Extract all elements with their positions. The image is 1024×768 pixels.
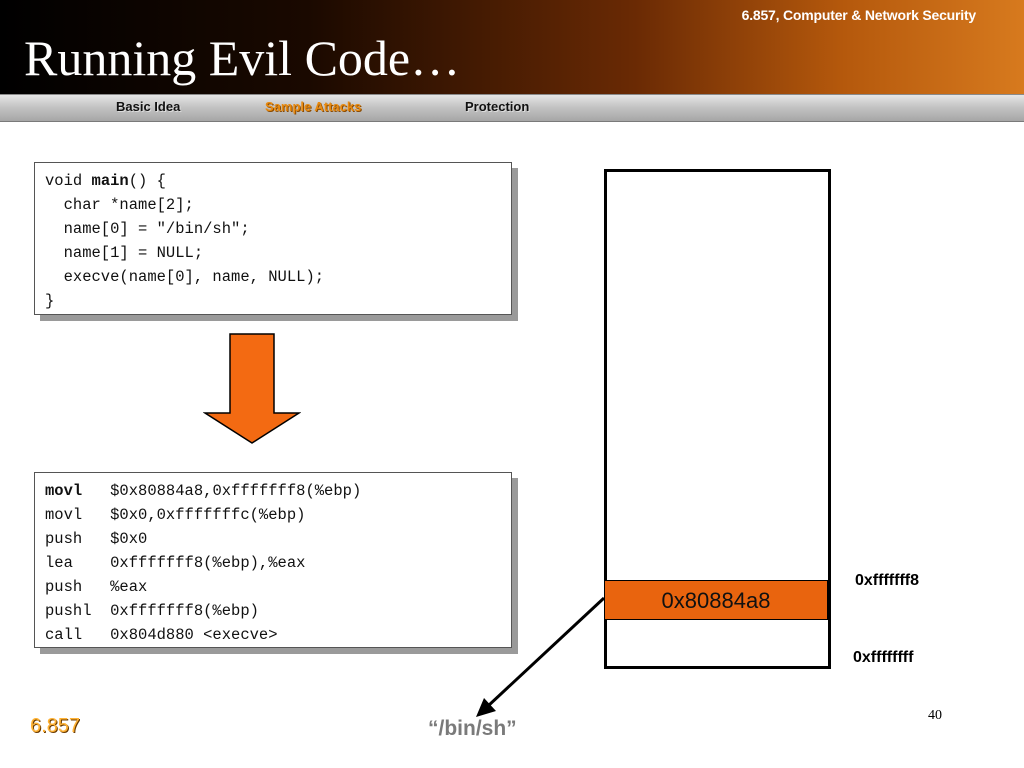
nav-protection[interactable]: Protection [465, 99, 530, 114]
stack-cell-name0: 0x80884a8 [604, 580, 828, 620]
code-line: } [45, 292, 55, 310]
code-line: char *name[2]; [45, 196, 194, 214]
c-code: void main() { char *name[2]; name[0] = "… [45, 169, 511, 313]
code-line: call 0x804d880 <execve> [45, 626, 278, 644]
code-line: void main() { [45, 172, 166, 190]
nav-sample-attacks[interactable]: Sample Attacks [265, 99, 362, 114]
code-line: movl $0x80884a8,0xfffffff8(%ebp) [45, 482, 362, 500]
asm-code: movl $0x80884a8,0xfffffff8(%ebp) movl $0… [45, 479, 511, 647]
code-line: name[0] = "/bin/sh"; [45, 220, 250, 238]
nav-basic-idea[interactable]: Basic Idea [116, 99, 181, 114]
code-line: push $0x0 [45, 530, 148, 548]
code-line: pushl 0xfffffff8(%ebp) [45, 602, 259, 620]
code-line: name[1] = NULL; [45, 244, 204, 262]
code-line: lea 0xfffffff8(%ebp),%eax [45, 554, 306, 572]
footer-course-label: 6.857 [30, 715, 81, 737]
slide-title: Running Evil Code… [24, 30, 461, 86]
binsh-string-label: “/bin/sh” [428, 717, 517, 740]
code-line: push %eax [45, 578, 148, 596]
code-line: execve(name[0], name, NULL); [45, 268, 325, 286]
code-line: movl $0x0,0xfffffffc(%ebp) [45, 506, 306, 524]
stack-address-bottom: 0xffffffff [853, 649, 914, 666]
asm-code-box: movl $0x80884a8,0xfffffff8(%ebp) movl $0… [34, 472, 512, 648]
down-arrow-icon [203, 333, 301, 444]
page-number: 40 [928, 708, 942, 723]
slide-header: 6.857, Computer & Network Security Runni… [0, 0, 1024, 94]
course-title: 6.857, Computer & Network Security [741, 7, 977, 23]
stack-address-top: 0xfffffff8 [855, 572, 919, 589]
c-code-box: void main() { char *name[2]; name[0] = "… [34, 162, 512, 315]
section-nav: Basic Idea Sample Attacks Protection [0, 94, 1024, 122]
stack-diagram: 0x80884a8 [604, 169, 831, 669]
